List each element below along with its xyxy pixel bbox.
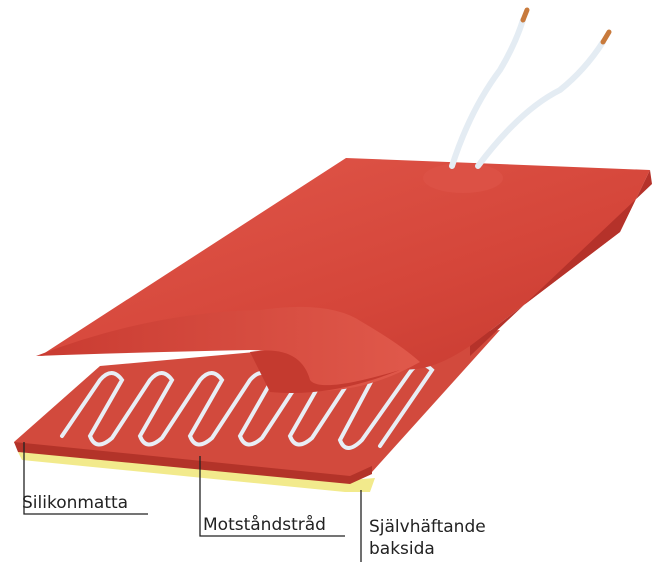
label-adhesive-backing: Självhäftande baksida	[369, 516, 539, 560]
lead-wire-left	[452, 20, 523, 166]
label-adhesive-line1: Självhäftande	[369, 516, 539, 538]
lead-wire-left-tip	[523, 10, 527, 20]
label-silicone-mat: Silikonmatta	[22, 492, 128, 514]
label-adhesive-line2: baksida	[369, 538, 539, 560]
label-resistance-wire: Motståndstråd	[203, 514, 326, 536]
lead-entry-bump	[423, 163, 503, 193]
lead-wire-right	[478, 42, 603, 166]
lead-wire-right-tip	[603, 32, 609, 42]
